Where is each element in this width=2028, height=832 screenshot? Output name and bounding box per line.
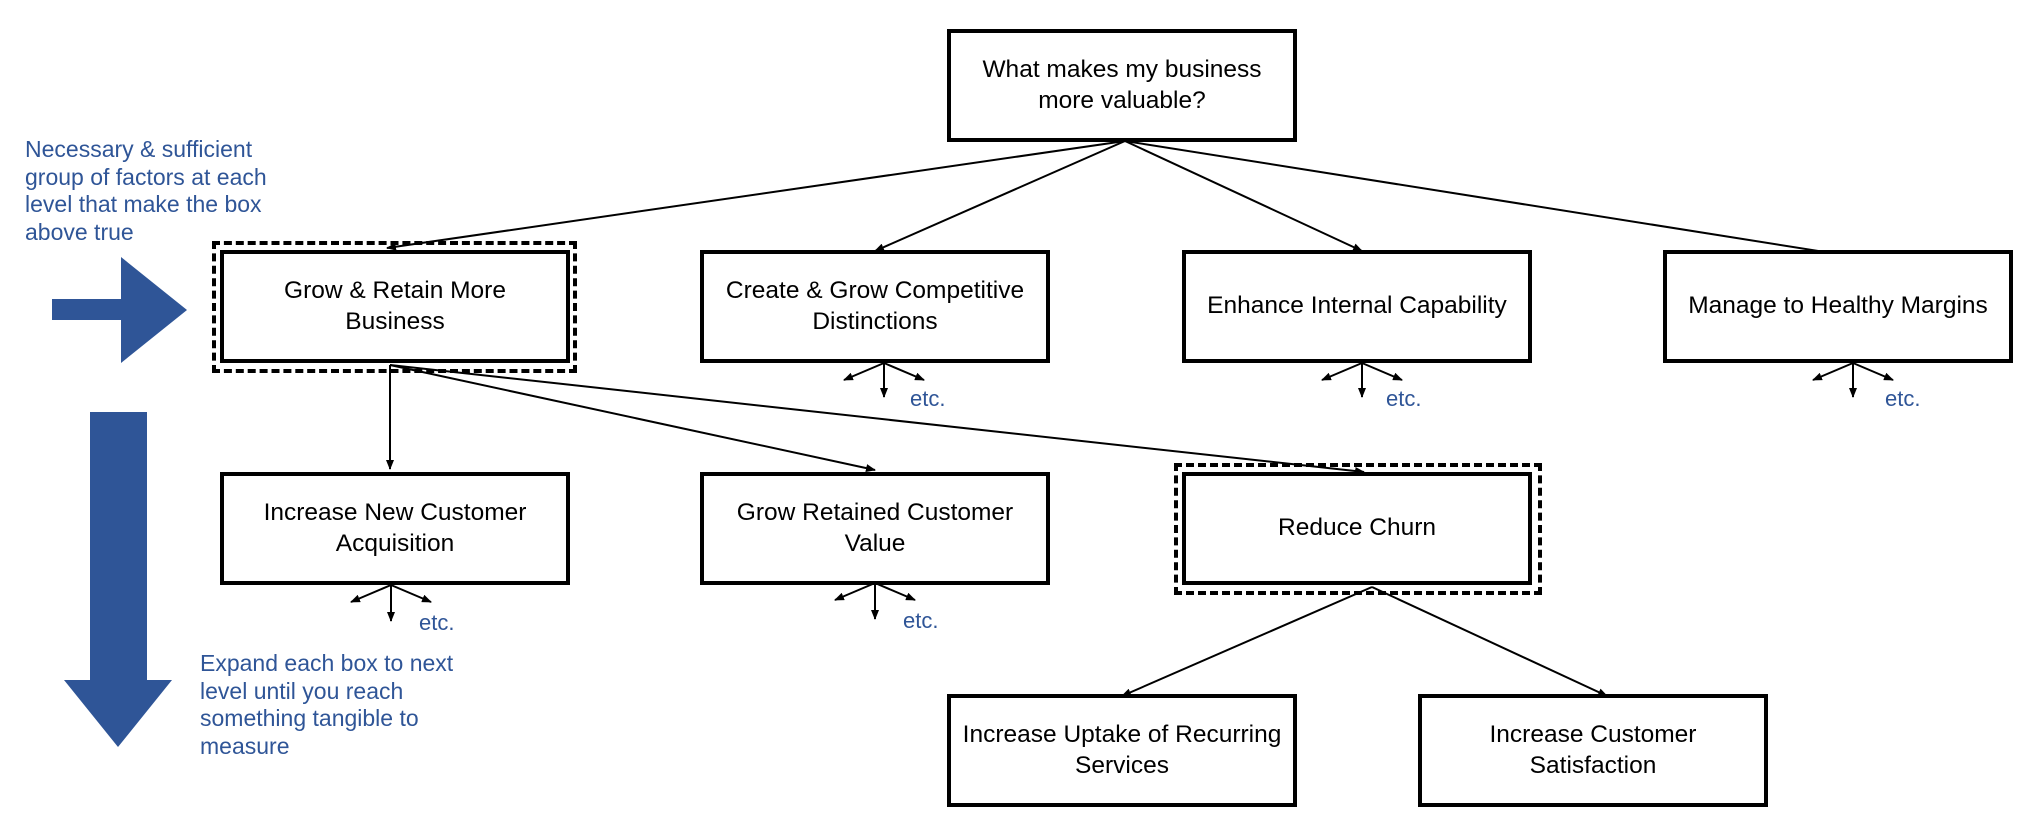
down-arrow-icon [64,412,172,747]
etc-label: etc. [903,608,939,633]
fan-margins [1812,362,1894,398]
fan-internal [1321,362,1403,398]
fan-competitive [843,362,925,398]
etc-label: etc. [419,610,455,635]
connector-churn-recurring [1121,586,1373,697]
etc-label: etc. [1386,386,1422,411]
node-margins[interactable]: Manage to Healthy Margins [1663,250,2013,363]
connector-root-grow-retain [386,140,1126,251]
fan-retained-value [834,582,916,620]
connector-root-competitive [874,140,1126,252]
connector-grow-retained-value [389,364,876,473]
node-new-customer[interactable]: Increase New Customer Acquisition [220,472,570,585]
node-satisfaction[interactable]: Increase Customer Satisfaction [1418,694,1768,807]
connector-root-margins [1124,140,1851,259]
node-grow-retain[interactable]: Grow & Retain More Business [220,250,570,363]
fan-new-customer [350,584,432,622]
node-recurring[interactable]: Increase Uptake of Recurring Services [947,694,1297,807]
node-reduce-churn[interactable]: Reduce Churn [1182,472,1532,585]
node-competitive[interactable]: Create & Grow Competitive Distinctions [700,250,1050,363]
etc-label: etc. [1885,386,1921,411]
note-vertical: Expand each box to next level until you … [200,650,454,759]
node-retained-value[interactable]: Grow Retained Customer Value [700,472,1050,585]
note-horizontal: Necessary & sufficient group of factors … [25,136,267,245]
connector-grow-reduce-churn [389,364,1365,475]
highlight-frame-reduce-churn [1174,463,1542,595]
etc-label: etc. [910,386,946,411]
connector-churn-satisfaction [1371,586,1608,697]
right-arrow-icon [52,257,187,363]
node-root[interactable]: What makes my business more valuable? [947,29,1297,142]
connector-root-internal [1124,140,1363,252]
node-internal[interactable]: Enhance Internal Capability [1182,250,1532,363]
highlight-frame-grow-retain [212,241,577,373]
